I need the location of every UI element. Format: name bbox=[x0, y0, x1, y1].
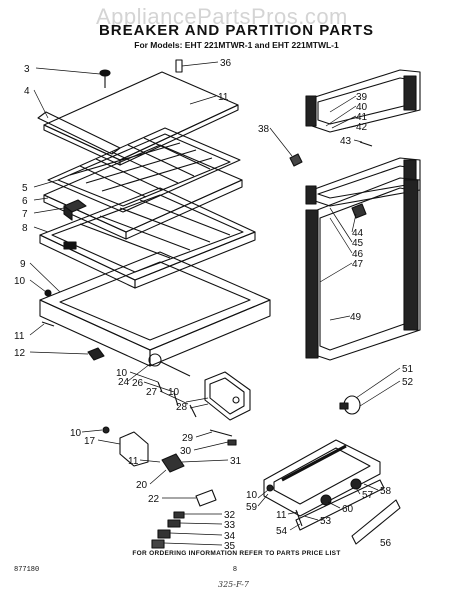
callout-10: 10 bbox=[14, 276, 26, 287]
parts-32-35 bbox=[151, 511, 185, 549]
screw-59 bbox=[266, 484, 274, 492]
knob-60 bbox=[320, 494, 332, 506]
callout-5: 5 bbox=[22, 183, 28, 194]
callout-39: 39 bbox=[356, 92, 368, 103]
light-bracket bbox=[102, 426, 149, 467]
callout-11: 11 bbox=[276, 510, 287, 521]
knob-57 bbox=[350, 478, 362, 490]
callout-44: 44 bbox=[352, 228, 364, 239]
gasket-lower bbox=[305, 177, 421, 361]
callout-11: 11 bbox=[14, 331, 25, 342]
nut-10 bbox=[44, 289, 52, 297]
bottom-frame bbox=[39, 251, 271, 367]
callout-32: 32 bbox=[224, 510, 236, 521]
thermostat-knob bbox=[148, 353, 191, 377]
foam-block bbox=[63, 199, 87, 221]
callout-38: 38 bbox=[258, 124, 270, 135]
handwritten-note: 325-F-7 bbox=[218, 580, 249, 589]
callout-10: 10 bbox=[246, 490, 258, 501]
gasket-middle bbox=[305, 157, 421, 207]
callout-54: 54 bbox=[276, 526, 288, 537]
clip-38 bbox=[289, 153, 303, 167]
watermark-text: AppliancePartsPros.com bbox=[96, 4, 348, 29]
callout-43: 43 bbox=[340, 136, 352, 147]
callout-51: 51 bbox=[402, 364, 414, 375]
lower-trim bbox=[263, 439, 381, 517]
light-bulb bbox=[339, 395, 361, 415]
callout-46: 46 bbox=[352, 249, 364, 260]
diagram-subtitle: For Models: EHT 221MTWR-1 and EHT 221MTW… bbox=[134, 40, 339, 50]
callout-10: 10 bbox=[168, 387, 180, 398]
callout-3: 3 bbox=[24, 64, 30, 75]
callout-36: 36 bbox=[220, 58, 232, 69]
gasket-upper bbox=[305, 69, 421, 133]
callout-33: 33 bbox=[224, 520, 236, 531]
shelf-grid bbox=[47, 127, 241, 213]
callout-20: 20 bbox=[136, 480, 148, 491]
callout-4: 4 bbox=[24, 86, 30, 97]
callout-9: 9 bbox=[20, 259, 26, 270]
light-socket bbox=[161, 453, 185, 473]
callout-49: 49 bbox=[350, 312, 362, 323]
callout-57: 57 bbox=[362, 490, 374, 501]
ordering-note: FOR ORDERING INFORMATION REFER TO PARTS … bbox=[132, 550, 341, 557]
cover-plate bbox=[43, 71, 239, 166]
screw-3 bbox=[99, 69, 111, 88]
callout-28: 28 bbox=[176, 402, 188, 413]
callout-26: 26 bbox=[132, 378, 144, 389]
callout-8: 8 bbox=[22, 223, 28, 234]
page-number: 8 bbox=[233, 566, 237, 573]
callout-27: 27 bbox=[146, 387, 158, 398]
callout-40: 40 bbox=[356, 102, 368, 113]
callout-31: 31 bbox=[230, 456, 242, 467]
callout-12: 12 bbox=[14, 348, 26, 359]
callout-labels: 3 36 4 11 5 6 7 8 9 10 11 12 39 40 41 42… bbox=[14, 58, 414, 552]
callout-34: 34 bbox=[224, 531, 236, 542]
callout-6: 6 bbox=[22, 196, 28, 207]
partition-tray bbox=[43, 144, 243, 240]
part-22 bbox=[195, 489, 217, 507]
callout-59: 59 bbox=[246, 502, 258, 513]
front-panel bbox=[295, 479, 401, 545]
document-code: 877180 bbox=[14, 566, 40, 574]
callout-47: 47 bbox=[352, 259, 364, 270]
callout-17: 17 bbox=[84, 436, 96, 447]
callout-45: 45 bbox=[352, 238, 364, 249]
bracket-44 bbox=[351, 203, 367, 219]
callout-42: 42 bbox=[356, 122, 368, 133]
callout-7: 7 bbox=[22, 209, 28, 220]
leader-lines bbox=[29, 61, 401, 546]
callout-10: 10 bbox=[116, 368, 128, 379]
callout-60: 60 bbox=[342, 504, 354, 515]
screw-11 bbox=[41, 321, 55, 327]
callout-30: 30 bbox=[180, 446, 192, 457]
bracket-12 bbox=[87, 347, 105, 361]
diagram-title: BREAKER AND PARTITION PARTS bbox=[98, 22, 375, 39]
control-housing bbox=[204, 371, 251, 421]
callout-52: 52 bbox=[402, 377, 414, 388]
callout-53: 53 bbox=[320, 516, 332, 527]
callout-22: 22 bbox=[148, 494, 160, 505]
callout-24: 24 bbox=[118, 377, 130, 388]
screw-53 bbox=[295, 509, 303, 527]
callout-11: 11 bbox=[218, 92, 229, 103]
callout-35: 35 bbox=[224, 541, 236, 552]
callout-41: 41 bbox=[356, 112, 368, 123]
callout-58: 58 bbox=[380, 486, 392, 497]
callout-10: 10 bbox=[70, 428, 82, 439]
wire-29-30 bbox=[209, 429, 237, 446]
callout-11: 11 bbox=[128, 456, 139, 467]
callout-56: 56 bbox=[380, 538, 392, 549]
insulated-partition bbox=[39, 187, 256, 289]
callout-29: 29 bbox=[182, 433, 194, 444]
screw-43 bbox=[359, 141, 373, 147]
clip-36 bbox=[175, 59, 183, 73]
